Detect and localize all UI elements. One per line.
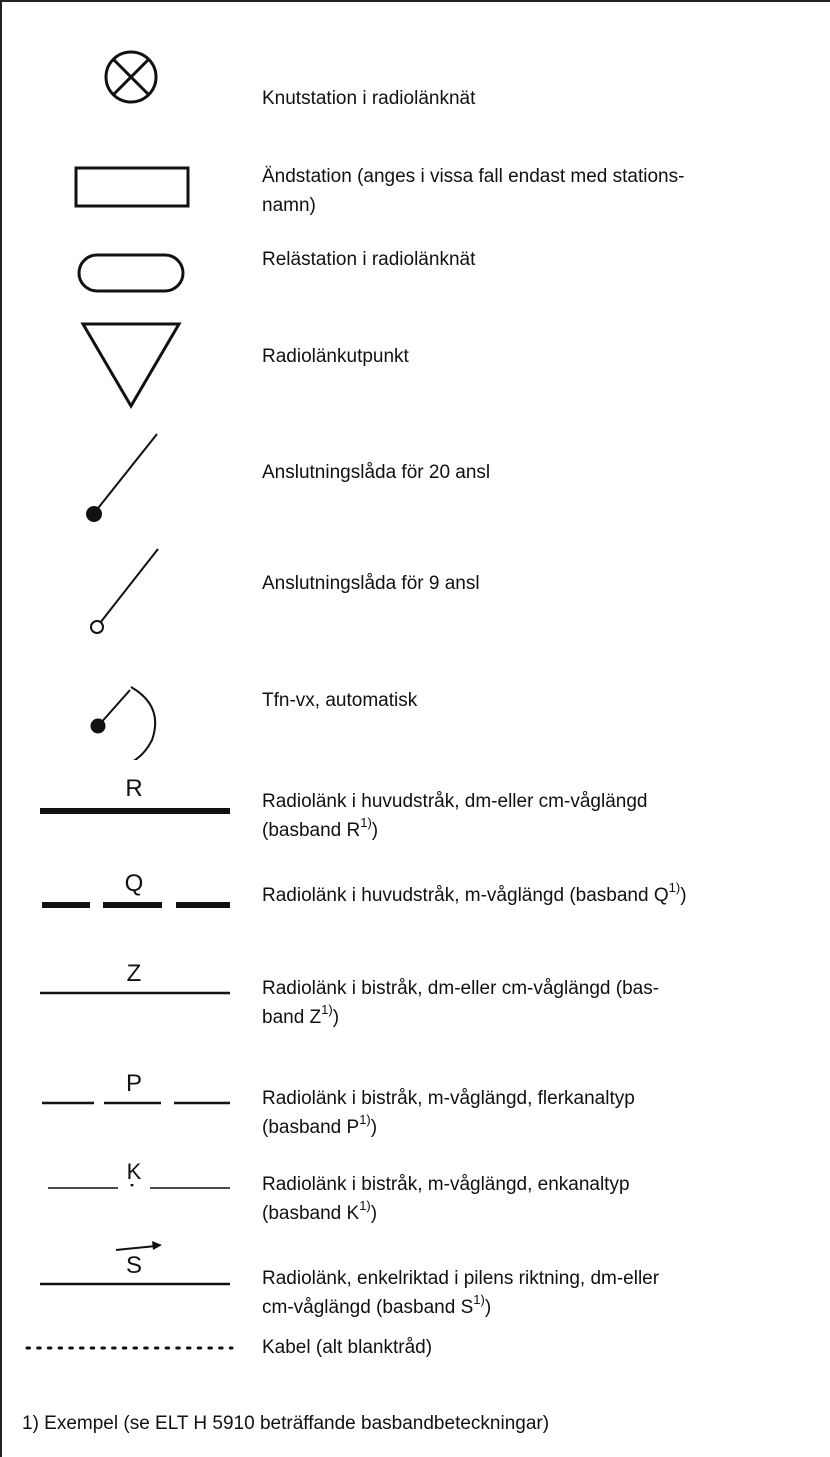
legend-text-continued: (basband K [262, 1203, 360, 1224]
filled-dot-line-icon [86, 433, 158, 522]
thick-dashed-line [42, 902, 230, 908]
dotted-line [25, 1346, 234, 1350]
dot-line-arc-icon [90, 686, 157, 760]
line-letter: Z [126, 960, 142, 987]
arrow-icon [115, 1241, 162, 1251]
legend-text: Radiolänk i bistråk, dm-eller cm-vågläng… [262, 978, 660, 999]
footnote-ref: 1) [668, 879, 681, 895]
thin-solid-line [40, 991, 230, 995]
rectangle-icon [74, 166, 190, 208]
legend-text-continued: cm-våglängd (basband S [262, 1297, 474, 1318]
line-letter: R [125, 775, 143, 802]
thin-dashed-line [42, 1101, 230, 1105]
legend-text: Radiolänk i huvudstråk, dm-eller cm-vågl… [262, 791, 648, 812]
inverted-triangle-icon [80, 322, 182, 409]
rounded-rectangle-icon [77, 253, 185, 293]
legend-text: Kabel (alt blanktråd) [262, 1337, 433, 1358]
line-letter: Q [124, 870, 144, 897]
legend-text: Anslutningslåda för 20 ansl [262, 462, 491, 483]
legend-text: Radiolänk, enkelriktad i pilens riktning… [262, 1268, 660, 1289]
hollow-dot-line-icon [90, 548, 159, 634]
legend-text: Radiolänk i bistråk, m-våglängd, enkanal… [262, 1174, 630, 1195]
line-letter: K [126, 1159, 142, 1184]
footnote: 1) Exempel (se ELT H 5910 beträffande ba… [22, 1413, 550, 1434]
legend-text-continued: namn) [262, 195, 316, 216]
footnote-ref: 1) [473, 1291, 485, 1307]
legend-text-continued: (basband P [262, 1117, 360, 1138]
legend-text: Ändstation (anges i vissa fall endast me… [262, 166, 685, 187]
line-letter: S [125, 1252, 142, 1279]
line-letter: P [125, 1070, 142, 1097]
footnote-ref: 1) [360, 814, 372, 830]
legend-text: Radiolänkutpunkt [262, 346, 409, 367]
legend-text-continued: (basband R [262, 820, 361, 841]
legend-text: Relästation i radiolänknät [262, 249, 476, 270]
thick-solid-line [40, 808, 230, 814]
crossed-circle-icon [104, 50, 158, 104]
footnote-ref: 1) [359, 1111, 371, 1127]
footnote-ref: 1) [321, 1001, 333, 1017]
legend-text: Anslutningslåda för 9 ansl [262, 573, 480, 594]
footnote-ref: 1) [359, 1197, 371, 1213]
hairline-dashed-line [48, 1184, 230, 1189]
legend-text: Radiolänk i bistråk, m-våglängd, flerkan… [262, 1088, 635, 1109]
legend-text: Tfn-vx, automatisk [262, 690, 418, 711]
line-with-arrow [40, 1282, 230, 1286]
legend-text: Knutstation i radiolänknät [262, 88, 476, 109]
legend-text-continued: band Z [262, 1007, 322, 1028]
legend-text: Radiolänk i huvudstråk, m-våglängd (basb… [262, 885, 669, 906]
